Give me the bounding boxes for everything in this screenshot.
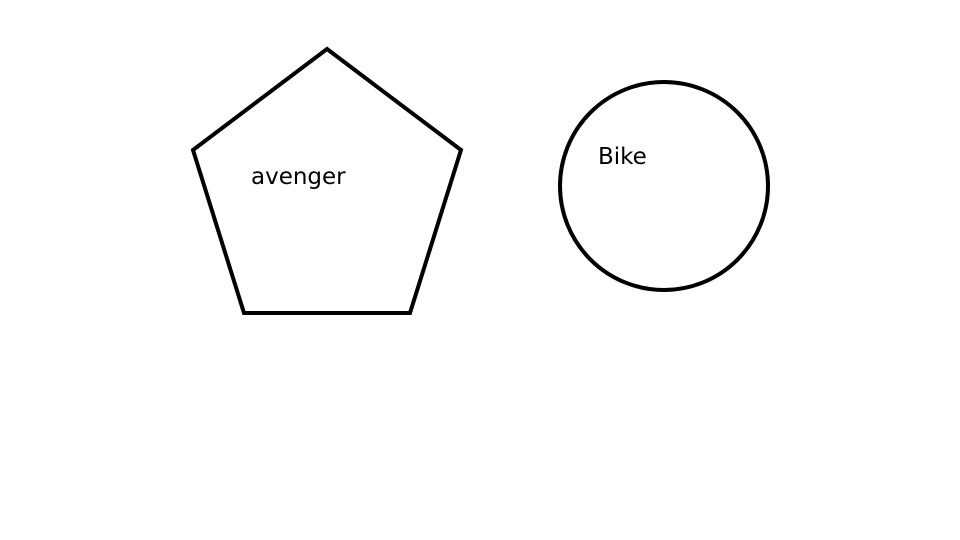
pentagon-node[interactable]: avenger: [190, 46, 464, 315]
pentagon-shape: [190, 46, 464, 315]
circle-shape: [558, 80, 770, 292]
circle-label: Bike: [598, 144, 647, 170]
pentagon-label: avenger: [251, 164, 346, 190]
circle-node[interactable]: Bike: [558, 80, 770, 292]
